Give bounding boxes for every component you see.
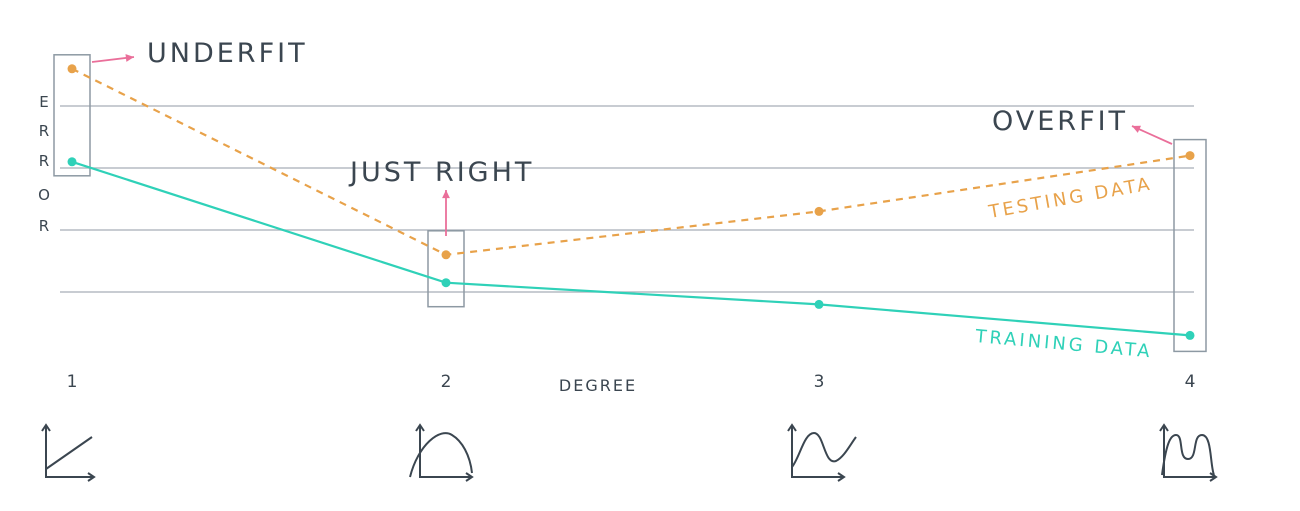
training-data-point: [441, 278, 451, 288]
x-axis-label: DEGREE: [559, 376, 637, 395]
linear-fit-icon: [41, 423, 96, 482]
arrow-head: [125, 54, 134, 62]
y-axis-letter: O: [38, 186, 50, 204]
series-label-training: TRAINING DATA: [974, 326, 1154, 362]
testing-data-point: [1185, 151, 1195, 161]
underfit-box: [53, 54, 91, 177]
series-label-testing: TESTING DATA: [986, 173, 1154, 223]
testing-data-line: [71, 67, 1191, 256]
just-right-box: [427, 230, 465, 308]
training-data-point: [814, 299, 824, 309]
quadratic-fit-icon: [409, 423, 474, 482]
training-data-line: [71, 160, 1191, 337]
y-axis-letter: R: [39, 122, 49, 140]
y-axis-label: E R R O R: [38, 93, 50, 235]
grid-lines: [60, 105, 1194, 293]
annotation-underfit: UNDERFIT: [147, 38, 308, 69]
y-axis-letter: E: [39, 93, 48, 111]
testing-data-point: [441, 250, 451, 260]
overfit-arrow: [1131, 125, 1173, 145]
training-data-point: [1185, 330, 1195, 340]
underfit-arrow: [91, 54, 135, 63]
x-tick-label: 4: [1185, 372, 1196, 392]
cubic-fit-icon: [787, 423, 857, 482]
arrow-head: [442, 190, 450, 199]
data-points: [67, 64, 1195, 340]
quartic-fit-icon: [1159, 423, 1218, 482]
series-lines: [71, 67, 1191, 337]
overfit-box: [1173, 138, 1207, 353]
x-tick-label: 2: [441, 372, 452, 392]
annotation-overfit: OVERFIT: [992, 106, 1128, 137]
y-axis-letter: R: [39, 152, 49, 170]
annotation-arrows: [91, 54, 1173, 236]
x-tick-label: 1: [67, 372, 78, 392]
training-data-point: [67, 157, 77, 167]
testing-data-point: [814, 206, 824, 216]
just-right-arrow: [442, 190, 450, 236]
arrow-head: [1132, 125, 1141, 133]
testing-data-point: [67, 64, 77, 74]
x-tick-label: 3: [814, 372, 825, 392]
annotation-just-right: JUST RIGHT: [348, 157, 534, 188]
y-axis-letter: R: [39, 217, 49, 235]
